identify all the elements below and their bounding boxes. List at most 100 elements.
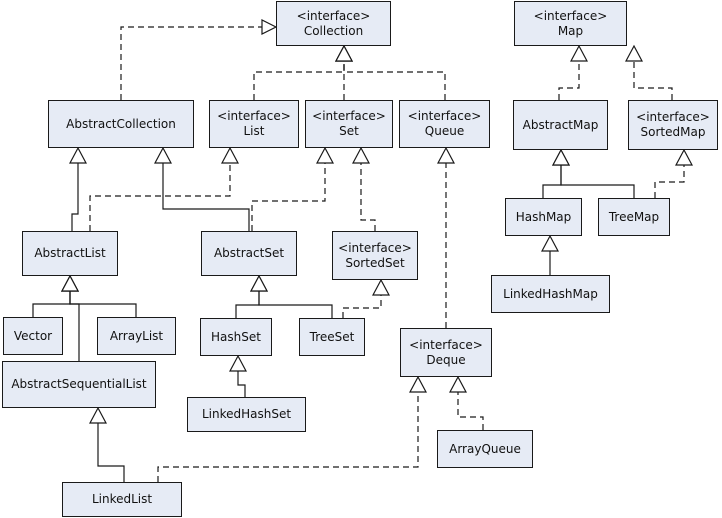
- node-sorted-set[interactable]: <interface>SortedSet: [332, 231, 418, 280]
- edge-line: [162, 163, 250, 231]
- arrowhead: [437, 146, 455, 164]
- node-linked-hash-map[interactable]: LinkedHashMap: [491, 275, 610, 313]
- edge-line: [633, 61, 673, 100]
- edge-deque-to-queue: [437, 146, 455, 328]
- stereotype-label: <interface>: [338, 240, 412, 255]
- edge-sorted-map-to-map: [625, 44, 673, 100]
- edge-queue-to-collection: [335, 44, 446, 100]
- edge-line: [71, 163, 79, 231]
- arrowhead: [61, 274, 79, 292]
- class-name: TreeSet: [309, 329, 355, 344]
- edge-linked-list-to-deque: [157, 375, 427, 482]
- node-linked-hash-set[interactable]: LinkedHashSet: [187, 397, 306, 432]
- edge-tree-map-to-abstract-map: [552, 148, 635, 198]
- edge-line: [32, 291, 71, 317]
- edge-tree-map-to-sorted-map: [654, 148, 693, 198]
- edge-abstract-list-to-abstract-collection: [69, 146, 87, 231]
- edge-line: [235, 291, 260, 318]
- stereotype-label: <interface>: [409, 337, 483, 352]
- node-vector[interactable]: Vector: [3, 317, 63, 355]
- edge-line: [457, 392, 484, 430]
- class-name: AbstractList: [34, 246, 106, 260]
- edge-line: [120, 26, 262, 100]
- node-collection[interactable]: <interface>Collection: [276, 1, 391, 46]
- edge-abstract-list-to-list: [89, 146, 239, 231]
- edge-line: [253, 61, 345, 100]
- node-queue[interactable]: <interface>Queue: [399, 100, 490, 148]
- stereotype-label: <interface>: [533, 8, 608, 23]
- class-name: LinkedHashMap: [503, 286, 598, 301]
- node-tree-set[interactable]: TreeSet: [299, 318, 365, 356]
- node-array-list[interactable]: ArrayList: [97, 317, 176, 355]
- class-name: AbstractSequentialList: [11, 377, 147, 391]
- node-abstract-set[interactable]: AbstractSet: [201, 231, 297, 276]
- edge-line: [97, 423, 125, 482]
- edge-line: [360, 163, 376, 231]
- edge-tree-set-to-sorted-set: [342, 278, 390, 318]
- arrowhead: [154, 146, 172, 164]
- edge-line: [69, 291, 137, 317]
- edge-line: [89, 163, 231, 231]
- node-map[interactable]: <interface>Map: [514, 1, 627, 46]
- edge-line: [69, 291, 80, 361]
- node-abstract-map[interactable]: AbstractMap: [513, 100, 608, 150]
- class-name: HashSet: [211, 329, 261, 344]
- class-name: List: [243, 124, 265, 138]
- class-name: ArrayList: [109, 328, 164, 343]
- node-deque[interactable]: <interface>Deque: [400, 328, 492, 377]
- edge-abstract-map-to-map: [558, 44, 588, 100]
- class-name: SortedSet: [345, 255, 405, 270]
- node-hash-map[interactable]: HashMap: [505, 198, 582, 236]
- edge-abstract-set-to-abstract-collection: [154, 146, 250, 231]
- stereotype-label: <interface>: [312, 109, 386, 123]
- class-name: Collection: [303, 23, 364, 38]
- arrowhead: [89, 406, 107, 424]
- arrowhead: [335, 44, 353, 62]
- arrowhead: [221, 146, 239, 164]
- node-list[interactable]: <interface>List: [209, 100, 299, 148]
- edge-line: [343, 61, 446, 100]
- arrowhead: [316, 146, 334, 164]
- arrowhead: [229, 354, 247, 372]
- node-set[interactable]: <interface>Set: [305, 100, 393, 148]
- class-name: AbstractCollection: [66, 116, 176, 131]
- class-name: Vector: [13, 328, 53, 343]
- class-name: AbstractSet: [213, 246, 285, 260]
- arrowhead: [552, 148, 570, 166]
- stereotype-label: <interface>: [636, 110, 710, 124]
- stereotype-label: <interface>: [296, 8, 371, 23]
- edge-linked-list-to-abstract-sequential-list: [89, 406, 125, 482]
- arrowhead: [625, 44, 643, 62]
- arrowhead: [541, 234, 559, 252]
- edge-linked-hash-map-to-hash-map: [541, 234, 559, 275]
- class-name: SortedMap: [640, 125, 706, 139]
- node-hash-set[interactable]: HashSet: [200, 318, 272, 356]
- node-abstract-collection[interactable]: AbstractCollection: [48, 100, 194, 148]
- class-name: Deque: [426, 352, 466, 367]
- class-name: ArrayQueue: [449, 441, 521, 456]
- edge-list-to-collection: [253, 44, 353, 100]
- edge-line: [558, 61, 580, 100]
- stereotype-label: <interface>: [407, 109, 482, 123]
- stereotype-label: <interface>: [217, 109, 291, 123]
- arrowhead: [352, 146, 370, 164]
- edge-abstract-collection-to-collection: [120, 19, 278, 100]
- node-abstract-list[interactable]: AbstractList: [22, 231, 118, 276]
- edge-line: [654, 165, 685, 198]
- arrowhead: [409, 375, 427, 393]
- edge-linked-hash-set-to-hash-set: [229, 354, 247, 397]
- edge-line: [251, 163, 326, 231]
- edge-array-queue-to-deque: [449, 375, 484, 430]
- class-name: Set: [339, 124, 359, 138]
- node-array-queue[interactable]: ArrayQueue: [437, 430, 533, 468]
- node-linked-list[interactable]: LinkedList: [62, 482, 182, 517]
- arrowhead: [69, 146, 87, 164]
- node-sorted-map[interactable]: <interface>SortedMap: [628, 100, 718, 150]
- node-abstract-sequential-list[interactable]: AbstractSequentialList: [2, 361, 156, 408]
- class-name: AbstractMap: [522, 117, 599, 132]
- node-tree-map[interactable]: TreeMap: [598, 198, 670, 236]
- edge-line: [258, 291, 333, 318]
- edge-line: [342, 295, 382, 318]
